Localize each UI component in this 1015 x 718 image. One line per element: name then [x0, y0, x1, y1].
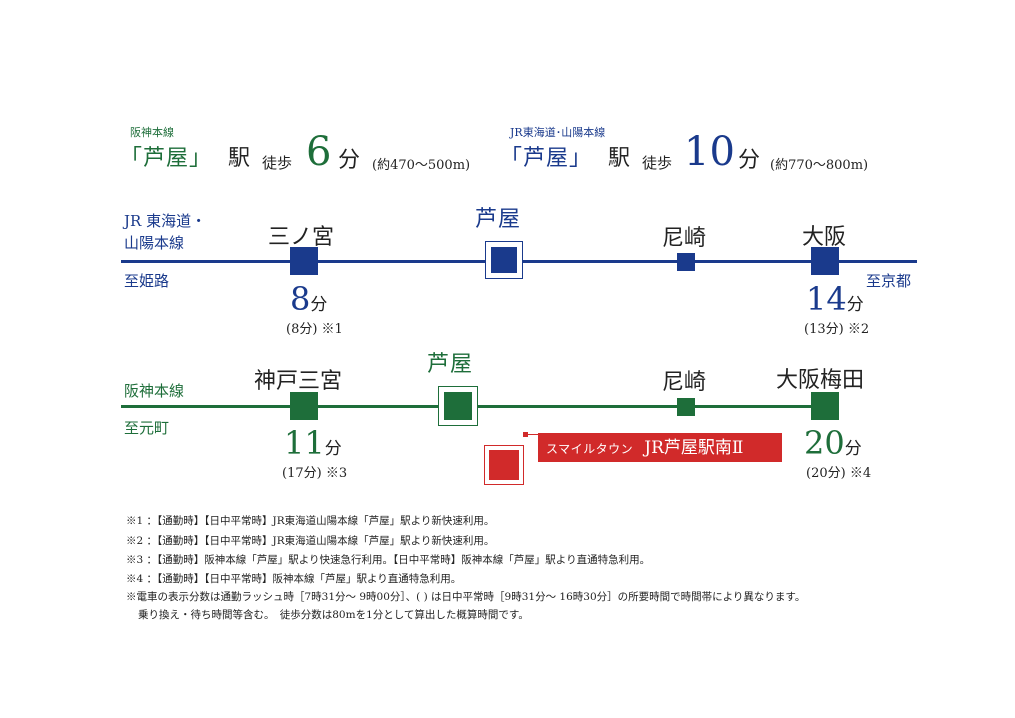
jr-time-osaka-unit: 分 — [846, 295, 864, 315]
jr-time-sannomiya: 8分 — [290, 283, 327, 315]
hanshin-station-osaka-umeda-label: 大阪梅田 — [776, 368, 865, 393]
hanshin-time-osaka-umeda-sub: (20分) ※4 — [806, 466, 872, 481]
jr-time-osaka: 14分 — [806, 283, 864, 315]
hanshin-time-kobe-sannomiya-unit: 分 — [324, 439, 342, 459]
property-marker-inner — [489, 450, 519, 480]
jr-time-sannomiya-sub: (8分) ※1 — [286, 322, 343, 337]
header-jr-minutes: 10 — [684, 129, 735, 175]
property-connector-line — [528, 434, 538, 435]
jr-time-osaka-sub: (13分) ※2 — [804, 322, 870, 337]
note-1: ※1 ：【通勤時】【日中平常時】JR東海道山陽本線「芦屋」駅より新快速利用。 — [126, 515, 495, 527]
hanshin-station-ashiya-marker-outer — [438, 386, 478, 426]
jr-station-ashiya-label: 芦屋 — [475, 207, 522, 232]
header-hanshin-unit: 分 — [338, 148, 362, 173]
jr-line-name-2: 山陽本線 — [124, 234, 185, 252]
hanshin-station-kobe-sannomiya-label: 神戸三宮 — [254, 369, 343, 394]
property-name-main: JR芦屋駅南Ⅱ — [644, 438, 744, 458]
hanshin-dir-left: 至元町 — [124, 419, 170, 437]
hanshin-station-kobe-sannomiya-marker — [290, 392, 318, 420]
hanshin-track — [121, 405, 839, 408]
hanshin-line-name: 阪神本線 — [124, 382, 185, 400]
note-4: ※4 ：【通勤時】【日中平常時】阪神本線「芦屋」駅より直通特急利用。 — [126, 573, 462, 585]
note-5: ※電車の表示分数は通勤ラッシュ時［7時31分～ 9時00分］、( ) は日中平常… — [126, 591, 806, 603]
jr-time-osaka-num: 14 — [806, 280, 847, 318]
hanshin-station-amagasaki-marker — [677, 398, 695, 416]
jr-station-ashiya-marker-outer — [485, 241, 523, 279]
property-name-prefix: スマイルタウン — [546, 442, 634, 456]
property-connector-dot — [523, 432, 528, 437]
jr-time-sannomiya-unit: 分 — [310, 295, 328, 315]
header-hanshin-walk: 徒歩 — [262, 154, 293, 172]
header-jr-walk: 徒歩 — [642, 154, 673, 172]
jr-station-ashiya-marker-inner — [491, 247, 517, 273]
property-marker-outer — [484, 445, 524, 485]
header-hanshin-station: 「芦屋」 — [120, 146, 213, 171]
jr-station-amagasaki-label: 尼崎 — [662, 226, 707, 251]
header-jr-unit: 分 — [738, 148, 762, 173]
jr-station-osaka-label: 大阪 — [802, 225, 847, 250]
header-jr-range: (約770～800m) — [770, 158, 869, 173]
hanshin-station-osaka-umeda-marker — [811, 392, 839, 420]
jr-time-sannomiya-num: 8 — [290, 280, 311, 318]
hanshin-time-osaka-umeda-num: 20 — [804, 424, 845, 462]
note-2: ※2 ：【通勤時】【日中平常時】JR東海道山陽本線「芦屋」駅より新快速利用。 — [126, 535, 495, 547]
property-name-banner: スマイルタウン JR芦屋駅南Ⅱ — [538, 433, 782, 462]
jr-dir-left: 至姫路 — [124, 272, 170, 290]
jr-station-osaka-marker — [811, 247, 839, 275]
note-3: ※3 ：【通勤時】阪神本線「芦屋」駅より快速急行利用。【日中平常時】阪神本線「芦… — [126, 554, 651, 566]
header-jr-eki: 駅 — [608, 146, 632, 171]
hanshin-time-osaka-umeda-unit: 分 — [844, 439, 862, 459]
header-hanshin-eki: 駅 — [228, 146, 252, 171]
header-jr-station: 「芦屋」 — [500, 146, 593, 171]
hanshin-time-kobe-sannomiya-sub: (17分) ※3 — [282, 466, 348, 481]
jr-station-sannomiya-label: 三ノ宮 — [268, 225, 335, 250]
jr-station-sannomiya-marker — [290, 247, 318, 275]
header-hanshin-line: 阪神本線 — [130, 126, 174, 139]
note-6: 乗り換え・待ち時間等含む。 徒歩分数は80mを1分として算出した概算時間です。 — [138, 609, 529, 621]
hanshin-station-ashiya-marker-inner — [444, 392, 472, 420]
hanshin-time-kobe-sannomiya-num: 11 — [284, 424, 325, 462]
hanshin-time-osaka-umeda: 20分 — [804, 427, 862, 459]
jr-station-amagasaki-marker — [677, 253, 695, 271]
hanshin-station-ashiya-label: 芦屋 — [427, 352, 474, 377]
hanshin-time-kobe-sannomiya: 11分 — [284, 427, 342, 459]
header-hanshin-range: (約470～500m) — [372, 158, 471, 173]
jr-dir-right: 至京都 — [866, 272, 912, 290]
hanshin-station-amagasaki-label: 尼崎 — [662, 370, 707, 395]
header-jr-line: JR東海道･山陽本線 — [510, 126, 606, 139]
jr-line-name-1: JR 東海道・ — [124, 212, 207, 230]
header-hanshin-minutes: 6 — [306, 129, 332, 175]
